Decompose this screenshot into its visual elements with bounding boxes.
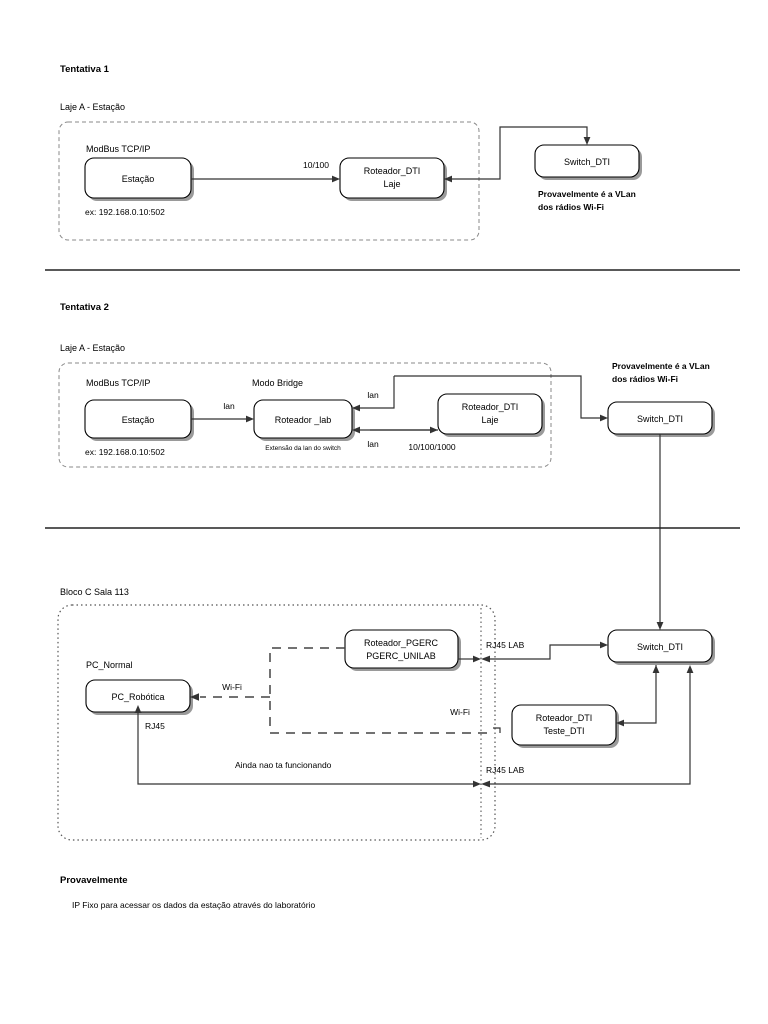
section-tentativa-2: Tentativa 2 Laje A - Estação ModBus TCP/… (58, 302, 715, 630)
node-roteador-pgerc[interactable]: Roteador_PGERC PGERC_UNILAB (344, 629, 461, 671)
section-tentativa-1: Tentativa 1 Laje A - Estação ModBus TCP/… (58, 64, 642, 241)
edge-label-wifi-lower: Wi-Fi (450, 707, 470, 717)
node-switch-dti-1[interactable]: Switch_DTI (534, 144, 642, 180)
edge-label-rj45-lab-bottom: RJ45 LAB (486, 765, 525, 775)
node-label-line1: Roteador_DTI (536, 713, 593, 723)
node-label: PC_Robótica (111, 692, 164, 702)
section-heading-tentativa-2: Tentativa 2 (60, 302, 109, 313)
edge-label-not-working: Ainda nao ta funcionando (235, 760, 332, 770)
group-label-modo-bridge: Modo Bridge (252, 378, 303, 388)
node-body[interactable] (344, 629, 459, 669)
arrowhead-switch3-bottom-left (652, 665, 660, 673)
zone-label-bloco-c: Bloco C Sala 113 (60, 587, 129, 597)
link-wifi-bracket (269, 647, 490, 734)
link-boundary-to-switch-top (490, 644, 600, 660)
node-label-line1: Roteador_DTI (462, 402, 519, 412)
section-bloco-c: Bloco C Sala 113 PC_Normal PC_Robótica R… (57, 587, 715, 841)
section-heading-tentativa-1: Tentativa 1 (60, 64, 110, 75)
node-label-line2: Laje (383, 179, 400, 189)
node-estacao-2[interactable]: Estação (84, 399, 194, 441)
note-vlan-2-line1: Provavelmente é a VLan (612, 361, 710, 371)
zone-container-laje-a-1 (58, 121, 480, 241)
node-label: Switch_DTI (564, 157, 610, 167)
note-vlan-2-line2: dos rádios Wi-Fi (612, 374, 678, 384)
arrowhead-boundary-out-top (481, 655, 490, 663)
arrowhead-trunk-bottom (656, 622, 664, 630)
arrowhead-boundary-out-bottom (481, 780, 490, 788)
node-roteador-dti-laje-1[interactable]: Roteador_DTI Laje (339, 157, 447, 201)
node-label: Estação (122, 174, 155, 184)
edge-label-lan-estacao: lan (223, 401, 235, 411)
node-body[interactable] (437, 393, 543, 435)
footer-heading: Provavelmente (60, 875, 128, 886)
footer-text: IP Fixo para acessar os dados da estação… (72, 900, 315, 910)
caption-estacao-ip-1: ex: 192.168.0.10:502 (85, 207, 165, 217)
arrowhead-lab-left (246, 415, 254, 423)
arrowhead-roteador-1 (332, 175, 340, 183)
corner-tick-teste (493, 727, 501, 733)
link-pc-bottom-route (137, 712, 474, 785)
arrowhead-pc-rj45 (134, 705, 142, 713)
node-estacao-1[interactable]: Estação (84, 157, 194, 201)
edge-label-speed-10-100-1000: 10/100/1000 (408, 442, 456, 452)
arrowhead-switch3-bottom-right (686, 665, 694, 673)
link-lan-top (360, 376, 395, 409)
zone-label-laje-a-2: Laje A - Estação (60, 343, 125, 353)
caption-lan-extension: Extensão da lan do switch (265, 445, 341, 452)
node-label: Switch_DTI (637, 414, 683, 424)
node-label-line2: Laje (481, 415, 498, 425)
group-label-modbus-1: ModBus TCP/IP (86, 144, 150, 154)
node-switch-dti-2[interactable]: Switch_DTI (607, 401, 715, 437)
arrowhead-boundary-in-top (473, 655, 481, 663)
edge-label-lan-bottom: lan (367, 439, 379, 449)
link-bus-to-switch-2 (394, 375, 600, 419)
arrowhead-boundary-in-bottom (473, 780, 481, 788)
edge-label-rj45-lab-top: RJ45 LAB (486, 640, 525, 650)
zone-label-laje-a-1: Laje A - Estação (60, 102, 125, 112)
node-pc-robotica[interactable]: PC_Robótica (85, 679, 193, 715)
arrowhead-roteador-right-1 (444, 175, 452, 183)
node-label-line2: Teste_DTI (543, 726, 584, 736)
group-label-pc-normal: PC_Normal (86, 660, 133, 670)
note-vlan-line2: dos rádios Wi-Fi (538, 202, 604, 212)
arrowhead-lan-bottom (352, 426, 360, 434)
edge-label-wifi-upper: Wi-Fi (222, 682, 242, 692)
zone-container-bloco-c (57, 604, 496, 841)
node-body[interactable] (339, 157, 445, 199)
node-roteador-dti-laje-2[interactable]: Roteador_DTI Laje (437, 393, 545, 437)
link-switch-to-roteador-1 (444, 126, 588, 180)
node-label-line1: Roteador_PGERC (364, 638, 439, 648)
node-body[interactable] (607, 629, 713, 663)
edge-label-speed-10-100: 10/100 (303, 160, 329, 170)
footer-block: Provavelmente IP Fixo para acessar os da… (60, 875, 315, 910)
node-label-line1: Roteador_DTI (364, 166, 421, 176)
arrowhead-lan-bottom-right (430, 426, 438, 434)
caption-estacao-ip-2: ex: 192.168.0.10:502 (85, 447, 165, 457)
node-roteador-dti-teste[interactable]: Roteador_DTI Teste_DTI (511, 704, 619, 748)
link-boundary-to-switch-bottom (490, 673, 691, 785)
edge-label-rj45-pc: RJ45 (145, 721, 165, 731)
node-label-line2: PGERC_UNILAB (366, 651, 436, 661)
node-body[interactable] (84, 157, 192, 199)
edge-label-lan-top: lan (367, 390, 379, 400)
arrowhead-switch-2 (600, 414, 608, 422)
arrowhead-switch-1 (583, 137, 591, 145)
node-label: Roteador _lab (275, 415, 332, 425)
node-roteador-lab[interactable]: Roteador _lab (253, 399, 355, 441)
arrowhead-wifi-pc (190, 693, 199, 701)
node-label: Switch_DTI (637, 642, 683, 652)
arrowhead-lan-top (352, 404, 360, 412)
node-label: Estação (122, 415, 155, 425)
arrowhead-teste-right (616, 719, 624, 727)
note-vlan-line1: Provavelmente é a VLan (538, 189, 636, 199)
arrowhead-switch3-left (600, 641, 608, 649)
link-switch-to-teste (624, 665, 657, 724)
node-body[interactable] (511, 704, 617, 746)
group-label-modbus-2: ModBus TCP/IP (86, 378, 150, 388)
node-switch-dti-3[interactable]: Switch_DTI (607, 629, 715, 665)
